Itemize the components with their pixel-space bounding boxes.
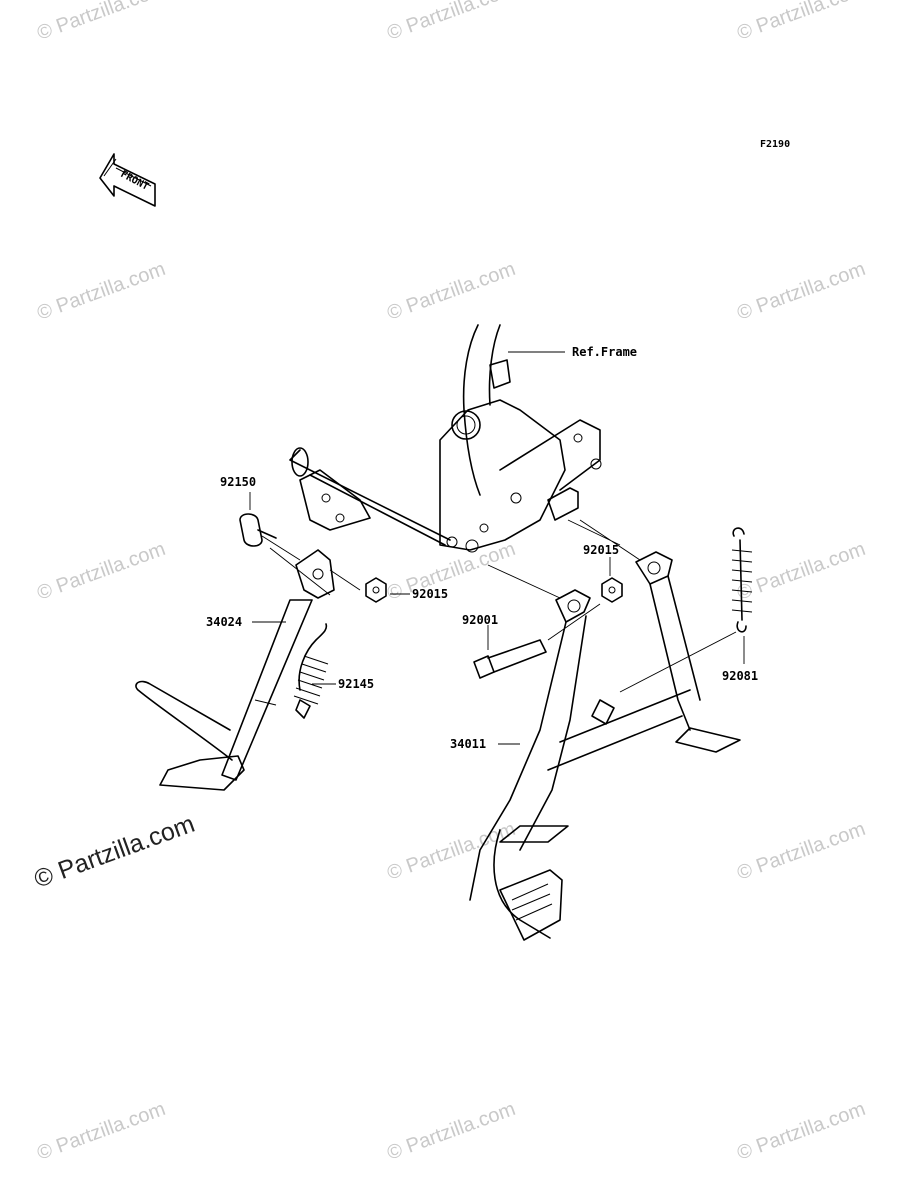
watermark: © Partzilla.com xyxy=(384,818,518,885)
watermark: © Partzilla.com xyxy=(734,258,868,325)
bolt-92001 xyxy=(473,625,547,679)
leader-line xyxy=(619,631,737,693)
watermark: © Partzilla.com xyxy=(34,0,168,45)
callout-92150: 92150 xyxy=(220,475,256,489)
callout-34024: 34024 xyxy=(206,615,242,629)
callout-92145: 92145 xyxy=(338,677,374,691)
spring-92081 xyxy=(731,527,753,664)
watermark: © Partzilla.com xyxy=(734,1098,868,1165)
callout-92081: 92081 xyxy=(722,669,758,683)
watermark: © Partzilla.com xyxy=(734,538,868,605)
watermark: © Partzilla.com xyxy=(384,258,518,325)
watermark: © Partzilla.com xyxy=(384,538,518,605)
callout-34011: 34011 xyxy=(450,737,486,751)
leader-line xyxy=(487,519,641,641)
watermark: © Partzilla.com xyxy=(34,538,168,605)
center-stand xyxy=(469,551,741,941)
nut-92015-left xyxy=(365,577,410,603)
callout-92015-right: 92015 xyxy=(583,543,619,557)
frame-illustration xyxy=(289,324,602,553)
watermark: © Partzilla.com xyxy=(384,1098,518,1165)
front-label: FRONT xyxy=(119,169,151,193)
partzilla-corner-watermark: © Partzilla.com xyxy=(30,810,198,894)
spring-92145 xyxy=(293,623,336,719)
diagram-code: F2190 xyxy=(760,139,790,150)
leader-line xyxy=(261,535,361,596)
watermark: © Partzilla.com xyxy=(34,1098,168,1165)
watermark-layer: © Partzilla.com © Partzilla.com © Partzi… xyxy=(34,0,868,1165)
nut-92015-right xyxy=(601,557,623,603)
side-stand xyxy=(135,549,335,791)
front-arrow-icon: FRONT xyxy=(99,153,156,207)
watermark: © Partzilla.com xyxy=(34,258,168,325)
bolt-92150 xyxy=(239,492,277,547)
watermark: © Partzilla.com xyxy=(734,0,868,45)
ref-frame-label: Ref.Frame xyxy=(572,345,637,359)
watermark: © Partzilla.com xyxy=(384,0,518,45)
callout-92001: 92001 xyxy=(462,613,498,627)
watermark: © Partzilla.com xyxy=(734,818,868,885)
callout-92015-left: 92015 xyxy=(412,587,448,601)
